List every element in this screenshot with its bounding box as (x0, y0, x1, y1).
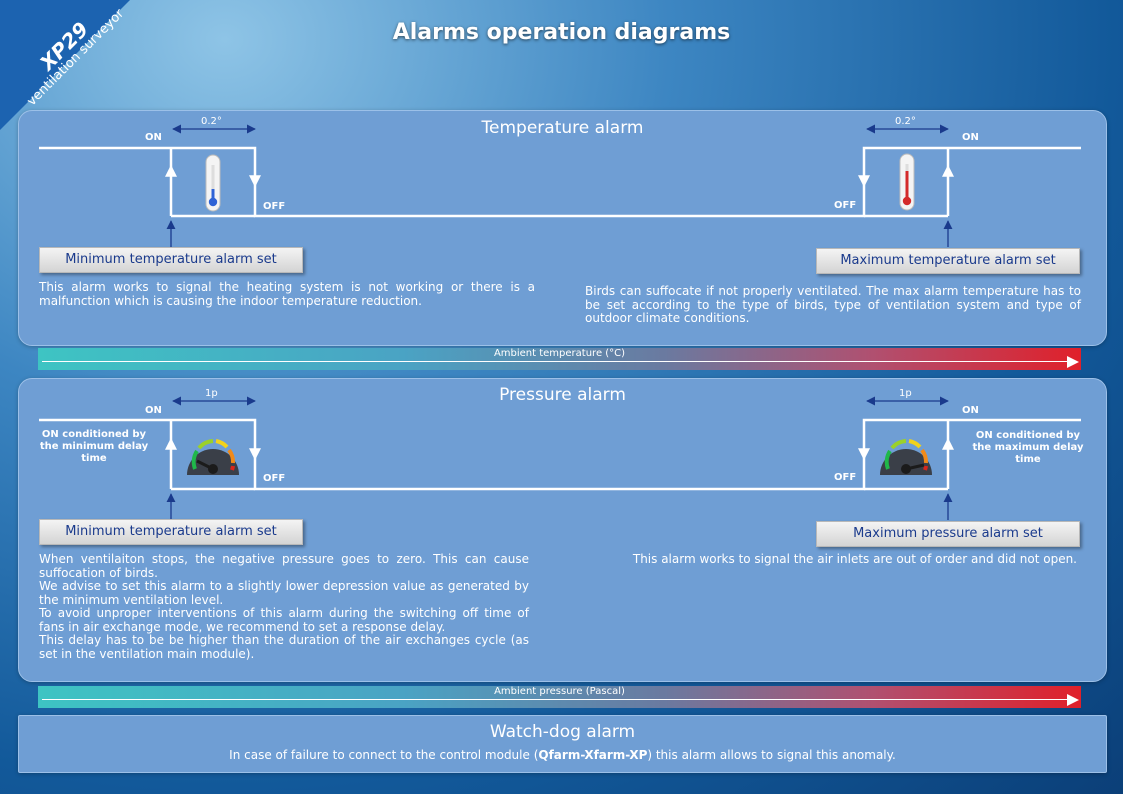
temp-min-description: This alarm works to signal the heating s… (39, 280, 535, 308)
pressure-desc-line: We advise to set this alarm to a slightl… (39, 579, 529, 607)
pressure-on-right-label: ON (962, 405, 979, 416)
watchdog-panel: Watch-dog alarm In case of failure to co… (18, 715, 1107, 773)
min-pressure-alarm-button[interactable]: Minimum temperature alarm set (39, 519, 303, 545)
watchdog-text-bold: Qfarm-Xfarm-XP (538, 748, 648, 762)
temp-on-right-label: ON (962, 132, 979, 143)
watchdog-text-before: In case of failure to connect to the con… (229, 748, 539, 762)
pressure-diagram (39, 396, 1081, 520)
temp-hysteresis-right-label: 0.2° (895, 116, 916, 127)
pressure-hysteresis-left-label: 1p (205, 388, 218, 399)
scale-arrow-icon (1067, 356, 1079, 368)
temp-hysteresis-left-label: 0.2° (201, 116, 222, 127)
watchdog-description: In case of failure to connect to the con… (19, 748, 1106, 762)
temp-off-right-label: OFF (834, 200, 857, 211)
pressure-desc-line: When ventilaiton stops, the negative pre… (39, 552, 529, 580)
ambient-temperature-scale: Ambient temperature (°C) (38, 348, 1081, 370)
scale-arrow-icon (1067, 694, 1079, 706)
brand-triangle (0, 0, 130, 130)
pressure-title: Pressure alarm (499, 385, 626, 405)
pressure-desc-line: This delay has to be be higher than the … (39, 633, 529, 661)
thermometer-hot-icon (899, 153, 915, 211)
pressure-on-condition-right: ON conditioned by the maximum delay time (972, 430, 1084, 465)
pressure-min-description: When ventilaiton stops, the negative pre… (39, 552, 529, 661)
pressure-panel: Pressure alarm (18, 378, 1107, 682)
thermometer-cold-icon (205, 154, 221, 212)
max-temperature-alarm-button[interactable]: Maximum temperature alarm set (816, 248, 1080, 274)
max-pressure-alarm-button[interactable]: Maximum pressure alarm set (816, 521, 1080, 547)
pressure-on-condition-left: ON conditioned by the minimum delay time (39, 429, 149, 464)
watchdog-title: Watch-dog alarm (489, 722, 636, 742)
temperature-title: Temperature alarm (481, 118, 644, 138)
pressure-desc-line: To avoid unproper interventions of this … (39, 606, 529, 634)
temp-off-left-label: OFF (263, 201, 286, 212)
page-title: Alarms operation diagrams (392, 20, 731, 45)
pressure-on-left-label: ON (145, 405, 162, 416)
min-temperature-alarm-button[interactable]: Minimum temperature alarm set (39, 247, 303, 273)
brand-corner: XP29 ventilation surveyor (0, 0, 130, 130)
pressure-gauge-high-icon (880, 439, 932, 475)
pressure-hysteresis-right-label: 1p (899, 388, 912, 399)
temperature-step-line (39, 146, 1081, 218)
pressure-off-right-label: OFF (834, 472, 857, 483)
temp-on-left-label: ON (145, 132, 162, 143)
ambient-pressure-scale: Ambient pressure (Pascal) (38, 686, 1081, 708)
pressure-gauge-low-icon (187, 439, 239, 475)
temperature-panel: Temperature alarm (18, 110, 1107, 346)
temperature-diagram (39, 124, 1081, 247)
ambient-pressure-label: Ambient pressure (Pascal) (494, 686, 625, 697)
temp-max-description: Birds can suffocate if not properly vent… (585, 284, 1081, 325)
ambient-temperature-label: Ambient temperature (°C) (493, 348, 626, 359)
watchdog-text-after: ) this alarm allows to signal this anoma… (647, 748, 896, 762)
pressure-max-description: This alarm works to signal the air inlet… (632, 552, 1077, 566)
pressure-off-left-label: OFF (263, 473, 286, 484)
pressure-step-line (39, 418, 1081, 491)
